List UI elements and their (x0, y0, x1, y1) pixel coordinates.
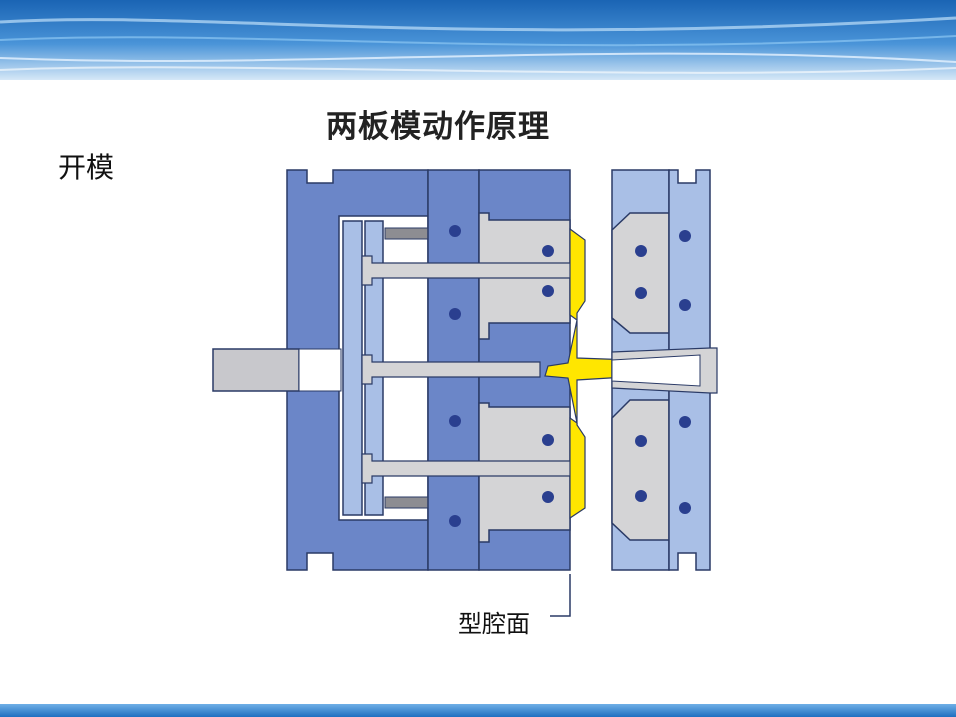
sprue-bushing (611, 347, 718, 394)
ejector-pins (361, 255, 578, 484)
header-banner (0, 0, 956, 80)
state-label: 开模 (58, 151, 115, 184)
ejector-rod (212, 348, 342, 392)
callout-leader-line (550, 574, 571, 617)
slide-title: 两板模动作原理 (326, 109, 550, 145)
ejector-plates (342, 220, 384, 516)
footer-bar (0, 704, 956, 717)
callout-label: 型腔面 (458, 610, 530, 638)
